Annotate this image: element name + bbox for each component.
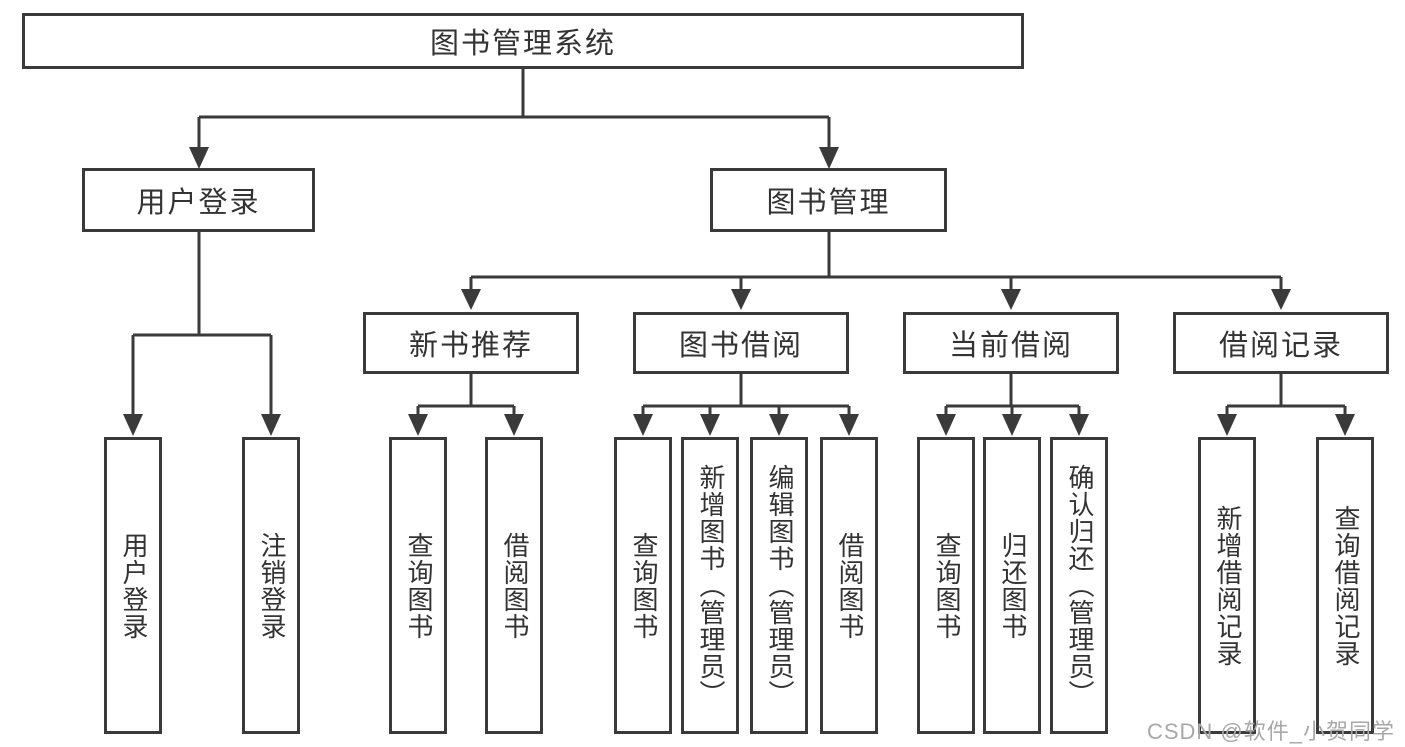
connector-new-book-rec-to-leaves [416, 374, 516, 417]
node-label: 图书管理 [766, 187, 891, 219]
leaf-label: 归还图书 [997, 531, 1028, 640]
connector-current-borrow-to-leaves [944, 374, 1081, 417]
node-label: 图书管理系统 [429, 28, 616, 60]
leaf-label: 借阅图书 [834, 531, 865, 640]
leaf-node-confirm-return-admin: 确认归还（管理员） [1050, 437, 1108, 734]
leaf-node-edit-books-admin: 编辑图书（管理员） [750, 437, 808, 734]
node-book-management: 图书管理 [710, 168, 947, 232]
leaf-node-borrow-books-2: 借阅图书 [820, 437, 878, 734]
csdn-watermark: CSDN @软件_小贺同学 [1146, 719, 1395, 744]
node-user-login: 用户登录 [82, 168, 315, 232]
node-book-borrowing: 图书借阅 [633, 312, 849, 374]
connector-book-borrow-to-leaves [641, 374, 851, 417]
leaf-label: 查询借阅记录 [1330, 504, 1361, 667]
leaf-label: 借阅图书 [499, 531, 530, 640]
leaf-label: 查询图书 [628, 531, 659, 640]
node-label: 新书推荐 [408, 330, 533, 362]
node-label: 当前借阅 [948, 330, 1073, 362]
node-borrowing-records: 借阅记录 [1173, 312, 1389, 374]
node-label: 借阅记录 [1218, 330, 1343, 362]
leaf-node-return-books: 归还图书 [983, 437, 1041, 734]
leaf-label: 编辑图书（管理员） [764, 464, 795, 707]
leaf-node-query-books-1: 查询图书 [389, 437, 447, 734]
node-current-borrowing: 当前借阅 [903, 312, 1119, 374]
leaf-node-add-books-admin: 新增图书（管理员） [681, 437, 739, 734]
leaf-node-query-books-3: 查询图书 [917, 437, 975, 734]
leaf-label: 新增借阅记录 [1212, 504, 1243, 667]
leaf-label: 查询图书 [403, 531, 434, 640]
connector-borrow-records-to-leaves [1225, 374, 1347, 417]
node-label: 用户登录 [136, 187, 261, 219]
leaf-node-query-borrow-record: 查询借阅记录 [1316, 437, 1374, 734]
leaf-node-borrow-books-1: 借阅图书 [485, 437, 543, 734]
arrowheads [123, 147, 1355, 436]
leaf-node-logout: 注销登录 [242, 437, 300, 734]
node-new-book-recommendation: 新书推荐 [363, 312, 579, 374]
leaf-node-add-borrow-record: 新增借阅记录 [1198, 437, 1256, 734]
connector-root-to-level2 [197, 69, 831, 150]
leaf-node-query-books-2: 查询图书 [614, 437, 672, 734]
node-label: 图书借阅 [678, 330, 803, 362]
leaf-label: 确认归还（管理员） [1064, 464, 1095, 707]
leaf-label: 用户登录 [118, 531, 149, 640]
leaf-label: 查询图书 [931, 531, 962, 640]
connector-book-mgmt-to-level3 [469, 232, 1283, 292]
node-library-management-system: 图书管理系统 [22, 13, 1024, 69]
leaf-label: 新增图书（管理员） [695, 464, 726, 707]
leaf-label: 注销登录 [256, 531, 287, 640]
connector-user-login-to-leaves [131, 232, 273, 417]
leaf-node-user-login: 用户登录 [104, 437, 162, 734]
